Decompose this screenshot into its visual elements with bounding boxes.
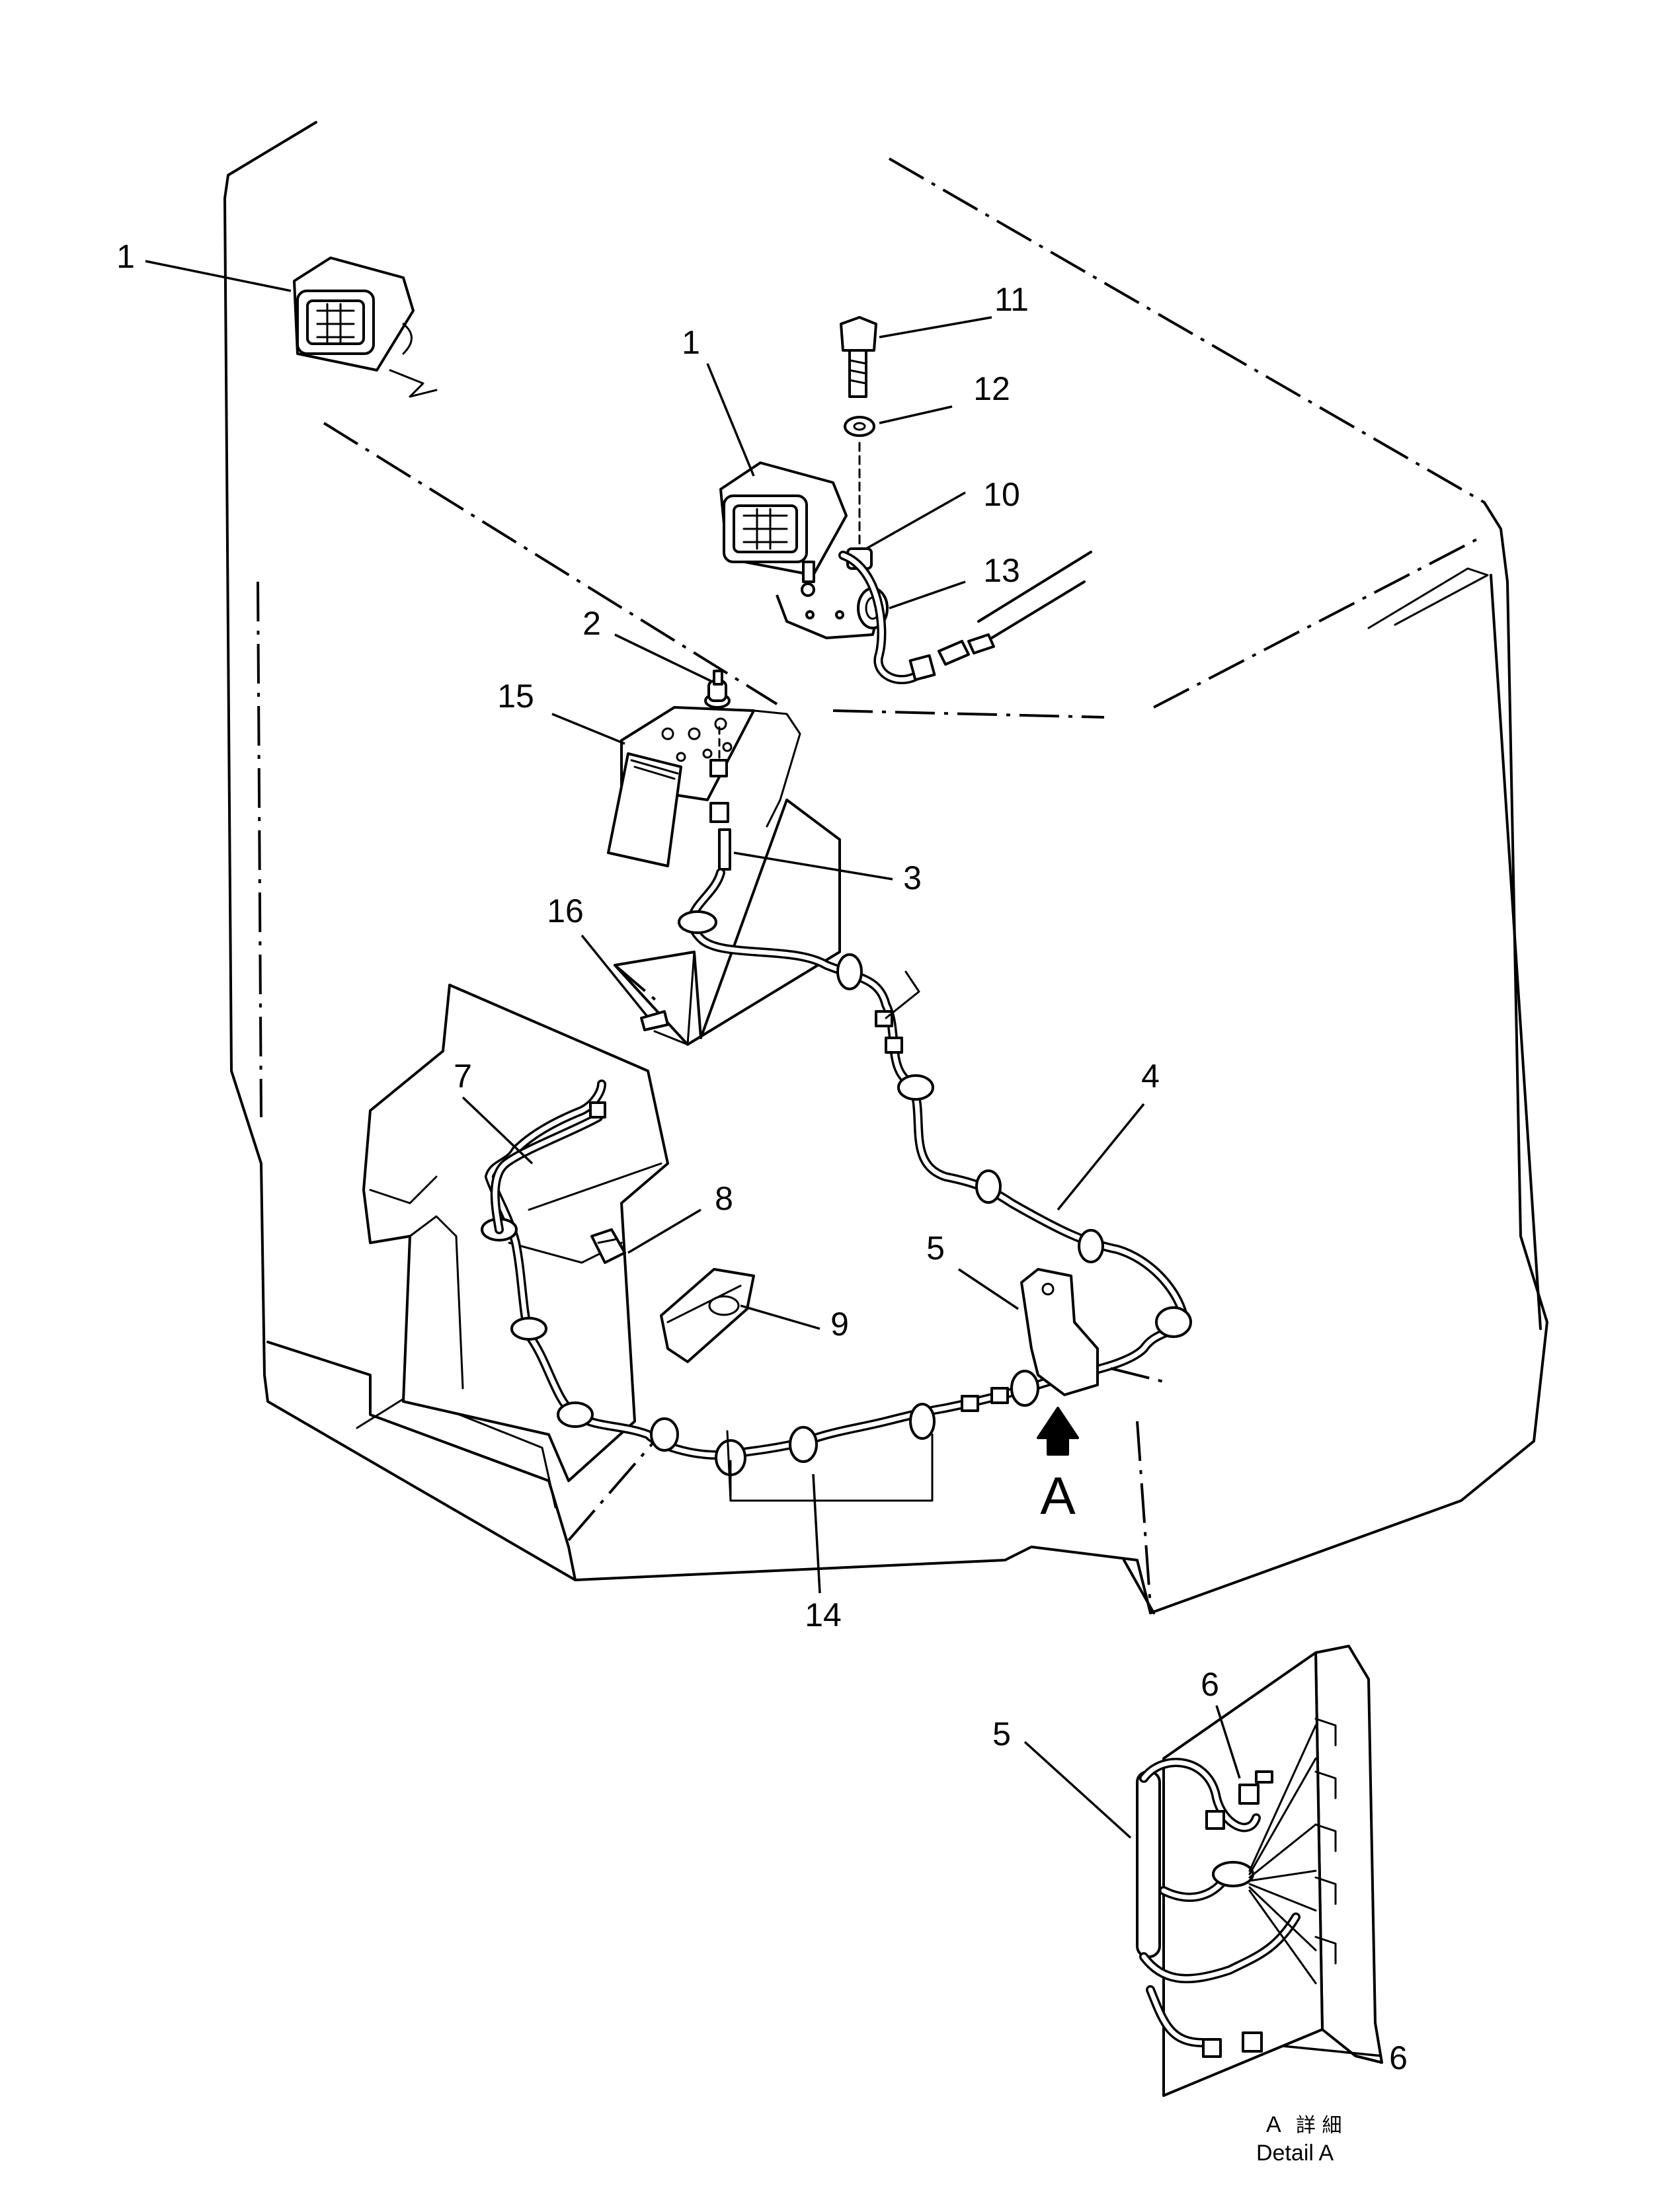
callout-6-top: 6 <box>1201 1666 1219 1703</box>
callout-16: 16 <box>547 892 584 929</box>
switch-panel <box>607 706 801 867</box>
cab-harness-lead <box>490 1101 606 1234</box>
work-lamp-left <box>293 256 438 398</box>
washer <box>844 416 875 437</box>
callout-5-main: 5 <box>926 1230 945 1267</box>
rotary-switch <box>704 670 731 709</box>
work-lamp-center <box>719 461 881 639</box>
callout-1-center: 1 <box>682 324 700 361</box>
callout-15: 15 <box>497 678 534 715</box>
callout-12: 12 <box>973 370 1010 407</box>
callout-3: 3 <box>903 859 922 896</box>
callout-9: 9 <box>830 1306 849 1343</box>
callout-6-bottom: 6 <box>1389 2039 1408 2076</box>
detail-a-view <box>1136 1645 1383 2097</box>
callout-5-detail: 5 <box>992 1715 1011 1752</box>
callout-8: 8 <box>715 1180 733 1217</box>
callout-numbers: 1 1 2 3 4 5 5 6 6 7 8 9 10 11 12 13 14 1… <box>116 238 1408 2076</box>
harness-clips <box>481 910 1192 1476</box>
cab-outline <box>223 121 1548 1614</box>
harness-connectors <box>875 1010 1009 1412</box>
callout-13: 13 <box>983 552 1020 589</box>
callout-4: 4 <box>1141 1058 1160 1095</box>
harness-bracket <box>1020 1268 1164 1396</box>
view-marker: A <box>1040 1466 1076 1525</box>
detail-english: Detail A <box>1256 2141 1334 2166</box>
callout-14: 14 <box>805 1596 842 1633</box>
leader-lines <box>145 260 1382 2057</box>
grommet-16 <box>640 1010 669 1031</box>
bolt <box>840 316 877 398</box>
switch-connector <box>709 726 731 871</box>
callout-7: 7 <box>454 1058 472 1095</box>
detail-letter: A <box>1266 2112 1281 2137</box>
fuse-box <box>660 1268 755 1363</box>
callout-10: 10 <box>983 476 1020 513</box>
detail-caption: A 詳 細 Detail A <box>1256 2112 1342 2166</box>
callout-2: 2 <box>582 605 601 642</box>
detail-japanese: 詳 細 <box>1296 2114 1342 2137</box>
view-arrow-a: A <box>1037 1407 1079 1525</box>
relay <box>590 1228 626 1264</box>
callout-11: 11 <box>994 281 1029 318</box>
callout-1-left: 1 <box>116 238 135 275</box>
